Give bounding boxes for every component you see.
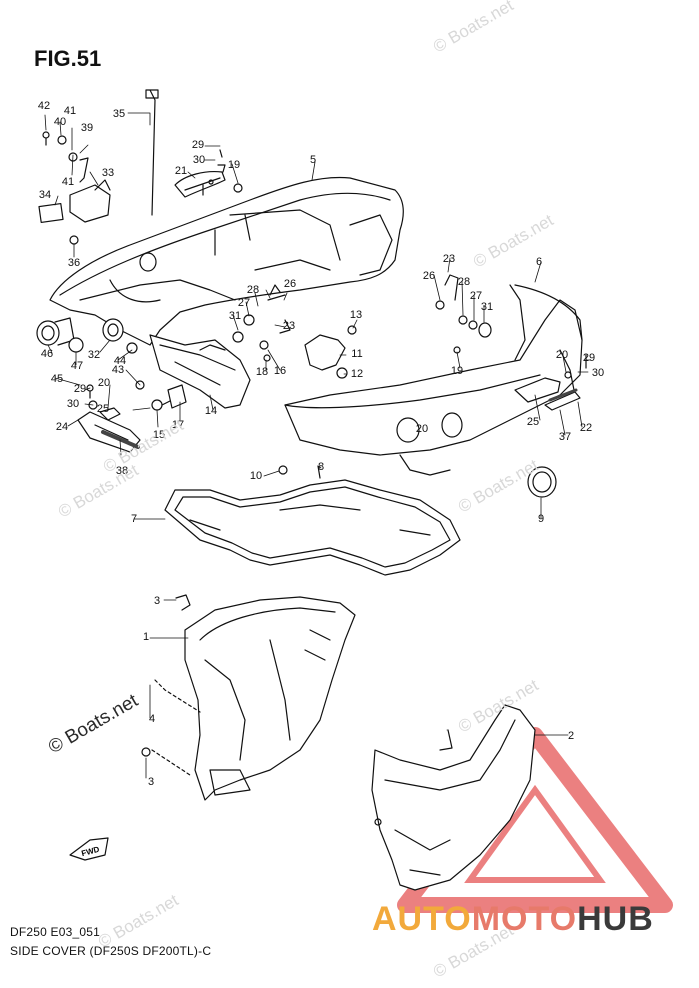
callout-2: 2 [568, 730, 574, 742]
callout-27: 27 [470, 290, 482, 302]
part-1-side-cover [184, 596, 356, 801]
part-34-pad [38, 202, 64, 224]
callout-45: 45 [51, 373, 63, 385]
part-47-plug [68, 337, 84, 353]
callout-41: 41 [64, 105, 76, 117]
callout-14: 14 [205, 405, 217, 417]
callout-4: 4 [149, 713, 155, 725]
callout-16: 16 [274, 365, 286, 377]
part-2-side-cover [371, 704, 536, 891]
part-3-clip-right [439, 729, 453, 751]
callout-28: 28 [247, 284, 259, 296]
callout-3: 3 [154, 595, 160, 607]
callout-39: 39 [81, 122, 93, 134]
callout-5: 5 [310, 154, 316, 166]
callout-28: 28 [458, 276, 470, 288]
part-15-bracket [149, 334, 251, 409]
figure-code: DF250 E03_051 [10, 925, 100, 939]
figure-title: FIG.51 [34, 46, 102, 71]
callout-18: 18 [256, 366, 268, 378]
part-10-plug [527, 466, 557, 498]
callout-17: 17 [172, 419, 184, 431]
brand-part-hub: HUB [577, 900, 654, 938]
callout-20: 20 [556, 349, 568, 361]
brand-wordmark: AUTOMOTOHUB [372, 900, 654, 939]
part-33-bracket [69, 184, 111, 223]
callout-11: 11 [351, 348, 362, 360]
callout-7: 7 [131, 513, 137, 525]
callout-37: 37 [559, 431, 571, 443]
callout-23: 23 [283, 320, 295, 332]
callout-41: 41 [62, 176, 74, 188]
callout-38: 38 [116, 465, 128, 477]
callout-23: 23 [443, 253, 455, 265]
callout-8: 8 [318, 461, 324, 473]
callout-12: 12 [351, 368, 363, 380]
callout-9: 9 [538, 513, 544, 525]
callout-46: 46 [41, 348, 53, 360]
part-7-upper-cover [284, 299, 583, 456]
callout-21: 21 [175, 165, 187, 177]
callout-31: 31 [481, 301, 493, 313]
callout-33: 33 [102, 167, 114, 179]
part-35-cable-tie [145, 89, 159, 216]
callout-43: 43 [112, 364, 124, 376]
callout-24: 24 [56, 421, 68, 433]
part-3-clip [175, 594, 191, 611]
callout-15: 15 [153, 429, 165, 441]
part-37-handle-insert [544, 391, 581, 411]
figure-caption: SIDE COVER (DF250S DF200TL)-C [10, 944, 212, 958]
callout-35: 35 [113, 108, 125, 120]
part-32-grommet [102, 318, 124, 342]
part-25-handle [514, 377, 561, 403]
callout-40: 40 [54, 116, 66, 128]
part-38-insert [101, 430, 140, 449]
brand-part-auto: AUTO [372, 900, 472, 938]
callout-29: 29 [192, 139, 204, 151]
callout-26: 26 [284, 278, 296, 290]
callout-34: 34 [39, 189, 51, 201]
callout-32: 32 [88, 349, 100, 361]
callout-36: 36 [68, 257, 80, 269]
callout-44: 44 [114, 355, 126, 367]
callout-10: 10 [250, 470, 262, 482]
callout-31: 31 [229, 310, 241, 322]
brand-part-moto: MOTO [471, 900, 578, 938]
callout-47: 47 [71, 360, 83, 372]
callout-25: 25 [527, 416, 539, 428]
callout-29: 29 [583, 352, 595, 364]
callout-22: 22 [580, 422, 592, 434]
callout-19: 19 [228, 159, 240, 171]
part-8-seal [164, 479, 461, 576]
callout-6: 6 [536, 256, 542, 268]
callout-25: 25 [97, 403, 109, 415]
callout-42: 42 [38, 100, 50, 112]
fwd-arrow-icon [69, 837, 109, 861]
part-46-grommet [36, 320, 60, 346]
callout-20: 20 [416, 423, 428, 435]
callout-30: 30 [67, 398, 79, 410]
callout-30: 30 [592, 367, 604, 379]
callout-26: 26 [423, 270, 435, 282]
callout-20: 20 [98, 377, 110, 389]
part-12-latch [304, 334, 346, 371]
callout-27: 27 [238, 297, 250, 309]
callout-19: 19 [451, 365, 463, 377]
callout-30: 30 [193, 154, 205, 166]
callout-1: 1 [143, 631, 149, 643]
callout-29: 29 [74, 383, 86, 395]
callout-13: 13 [350, 309, 362, 321]
callout-3: 3 [148, 776, 154, 788]
